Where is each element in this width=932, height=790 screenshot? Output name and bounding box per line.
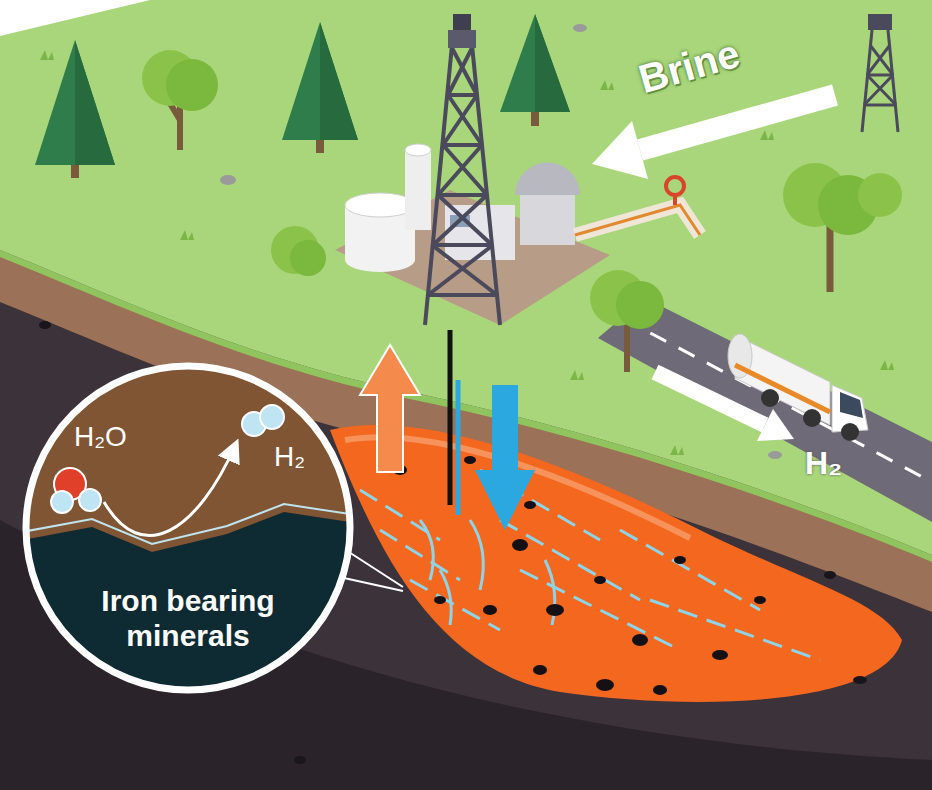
product-label: H₂ <box>805 446 842 481</box>
molecule-formula: H₂ <box>274 442 305 473</box>
inset-circle: H₂O H₂ Iron bearing minerals <box>22 362 354 694</box>
molecule-formula: H₂O <box>74 422 127 453</box>
mineral-label: Iron bearing minerals <box>63 584 313 653</box>
